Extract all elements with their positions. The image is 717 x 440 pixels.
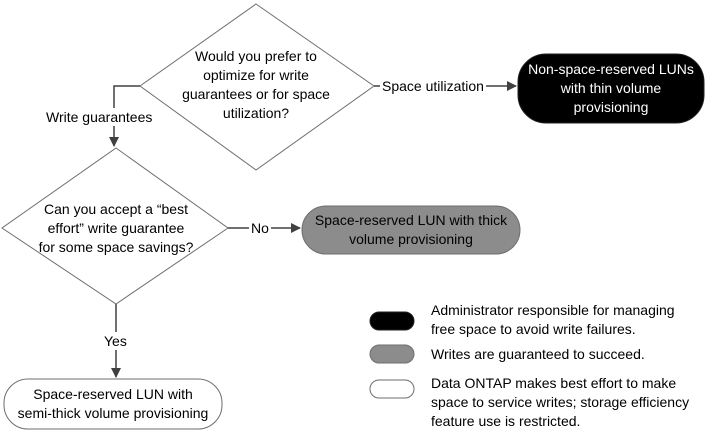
edge-label-write-guarantees: Write guarantees: [44, 108, 155, 126]
edge-label-no: No: [249, 219, 271, 237]
decision-2-line: Can you accept a “best: [44, 201, 188, 217]
decision-2-line: effort” write guarantee: [47, 220, 185, 236]
legend-black-line: Administrator responsible for managing: [431, 302, 675, 318]
outcome-thin-line: with thin volume: [560, 80, 662, 96]
edge-label-yes: Yes: [101, 332, 130, 350]
decision-1-text: Would you prefer to optimize for write g…: [166, 47, 346, 123]
edge-label-space-utilization: Space utilization: [380, 77, 486, 95]
legend-white-line: space to service writes; storage efficie…: [431, 394, 690, 410]
outcome-thin-line: Non-space-reserved LUNs: [528, 61, 694, 77]
outcome-thin-text: Non-space-reserved LUNs with thin volume…: [518, 60, 704, 117]
legend-black-line: free space to avoid write failures.: [431, 321, 636, 337]
outcome-semithick-text: Space-reserved LUN with semi-thick volum…: [4, 385, 222, 423]
outcome-thin-line: provisioning: [573, 99, 649, 115]
outcome-thick-line: Space-reserved LUN with thick: [314, 212, 508, 228]
legend-item-gray-text: Writes are guaranteed to succeed.: [431, 345, 645, 364]
legend-item-black-text: Administrator responsible for managing f…: [431, 301, 675, 339]
legend-white-line: Data ONTAP makes best effort to make: [431, 375, 677, 391]
connector-write-guarantees: [109, 85, 140, 147]
decision-1-diamond: [139, 3, 375, 171]
outcome-thin-shape: [517, 53, 705, 124]
outcome-thick-line: volume provisioning: [349, 231, 473, 247]
decision-1-line: guarantees or for space: [182, 86, 330, 102]
outcome-thick-text: Space-reserved LUN with thick volume pro…: [302, 211, 520, 249]
legend-swatch-gray: [369, 344, 415, 364]
decision-2-text: Can you accept a “best effort” write gua…: [26, 200, 206, 257]
legend-item-white-text: Data ONTAP makes best effort to make spa…: [431, 374, 689, 431]
legend-swatch-white: [369, 379, 415, 399]
legend-white-line: feature use is restricted.: [431, 413, 581, 429]
legend-gray-line: Writes are guaranteed to succeed.: [431, 346, 645, 362]
decision-1-line: Would you prefer to: [195, 48, 317, 64]
decision-1-line: utilization?: [222, 105, 290, 121]
legend-swatch-black: [369, 311, 415, 331]
outcome-semithick-shape: [3, 378, 223, 430]
decision-2-line: for some space savings?: [38, 239, 194, 255]
decision-1-line: optimize for write: [203, 67, 309, 83]
outcome-thick-shape: [301, 205, 521, 255]
outcome-semithick-line: semi-thick volume provisioning: [17, 405, 209, 421]
outcome-semithick-line: Space-reserved LUN with: [33, 386, 193, 402]
